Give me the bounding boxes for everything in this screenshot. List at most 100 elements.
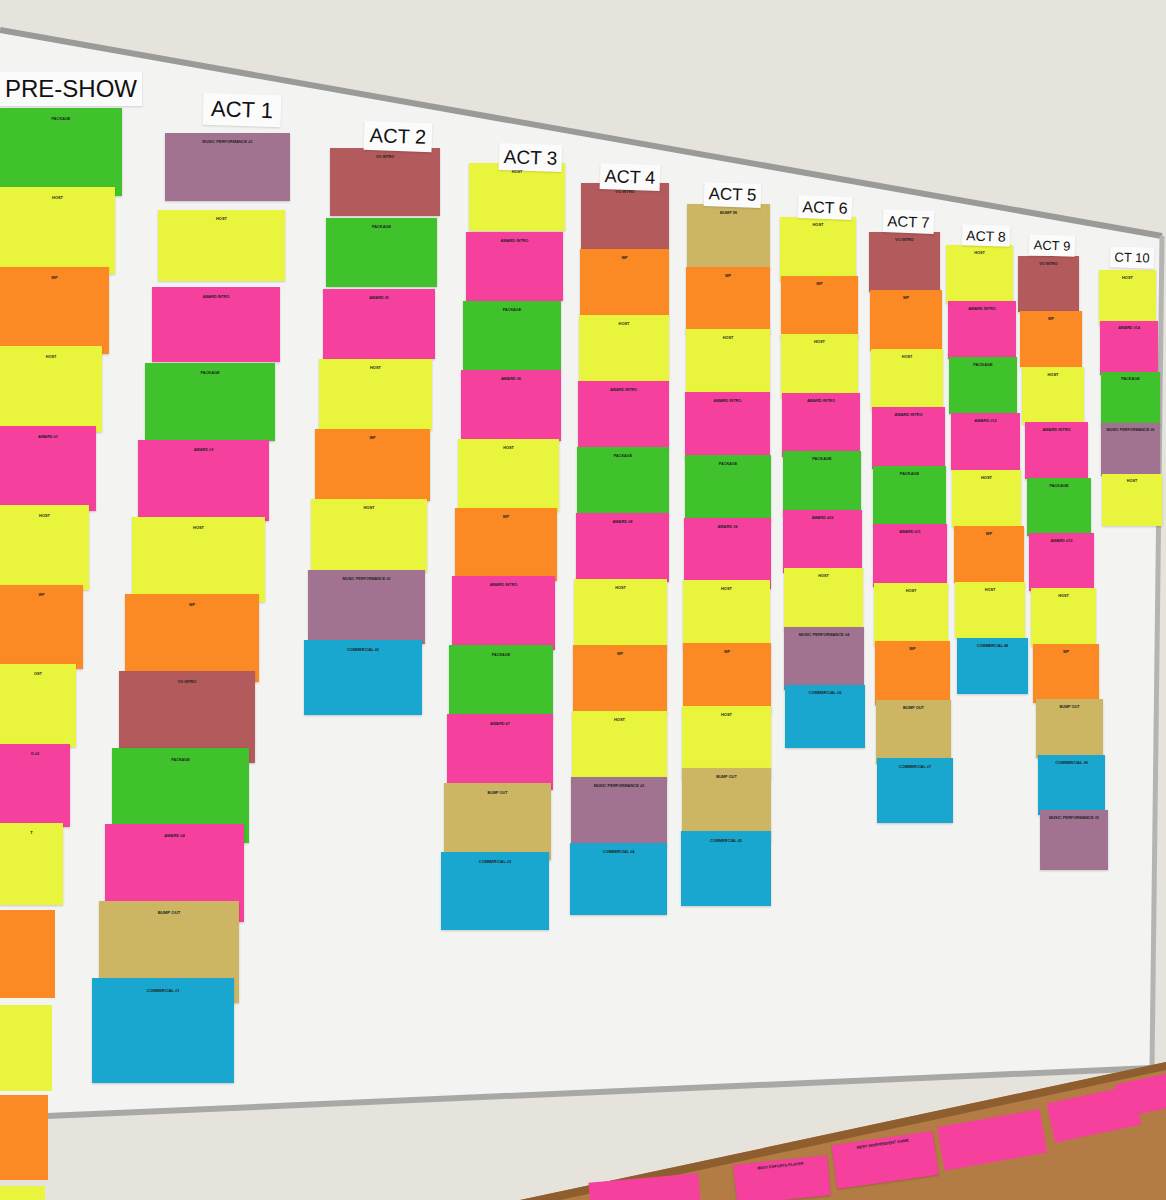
wp-card: WP — [870, 290, 942, 351]
card-label: HOST — [311, 506, 427, 510]
card-label: HOST — [780, 223, 856, 227]
wp-card: WP — [315, 429, 430, 501]
card-label: HOST — [0, 196, 115, 200]
award-card: AWARD #1 — [0, 426, 96, 511]
award-card: AWARD INTRO — [152, 287, 280, 362]
award-card: AWARD #12 — [951, 413, 1020, 470]
card-label: PACKAGE — [449, 653, 553, 657]
card-label: OST — [0, 672, 76, 676]
act-label: ACT 4 — [604, 166, 655, 189]
card-label: WP — [875, 647, 950, 651]
commercial-card: COMMERCIAL #6 — [785, 685, 865, 748]
card-label: BUMP OUT — [99, 911, 239, 916]
music-card: MUSIC PERFORMANCE #3 — [571, 777, 667, 848]
act-label: ACT 3 — [503, 146, 557, 170]
host-card: HOST — [1102, 474, 1162, 526]
music-card: MUSIC PERFORMANCE #4 — [784, 627, 864, 690]
card-label: MUSIC PERFORMANCE #3 — [571, 784, 667, 788]
award-card: AWARD #7 — [447, 714, 553, 790]
act-label: ACT 8 — [966, 227, 1006, 244]
card-label: AWARD #12 — [951, 419, 1020, 423]
card-label: HOST — [458, 446, 559, 450]
host-card: HOST — [1099, 270, 1156, 325]
card-label: COMMERCIAL #7 — [877, 765, 953, 769]
card-label: WP — [686, 274, 770, 278]
act-header: ACT 2 — [364, 121, 433, 152]
card-label: BUMP IN — [687, 211, 770, 215]
wp-card: WP — [781, 276, 858, 340]
host-card: HOST — [469, 163, 565, 231]
wp-card: WP — [954, 526, 1024, 583]
card-label: VO INTRO — [1018, 262, 1079, 266]
card-label: HOST — [682, 713, 771, 717]
card-label: HOST — [574, 586, 667, 590]
wp-card: WP — [875, 641, 950, 705]
host-card: HOST — [0, 346, 102, 432]
blank-card — [588, 1173, 701, 1200]
act-label: ACT 6 — [802, 198, 848, 218]
act-header: ACT 4 — [600, 163, 661, 191]
host-card: HOST — [780, 217, 856, 281]
card-label: HOST — [952, 476, 1021, 480]
card-label: BUMP OUT — [444, 791, 551, 795]
award-card: AWARD INTRO — [466, 232, 563, 301]
act-header: ACT 8 — [962, 224, 1011, 247]
act-header: ACT 3 — [499, 143, 563, 172]
card-label: PACKAGE — [112, 758, 249, 762]
commercial-card: COMMERCIAL #9 — [1038, 755, 1105, 815]
host-card: T — [0, 823, 63, 905]
host-card: HOST — [955, 582, 1025, 638]
award-card: AWARD #14 — [1100, 321, 1158, 375]
card-label: BUMP OUT — [682, 775, 771, 779]
card-label: HOST — [158, 217, 285, 221]
card-label: HOST — [686, 336, 770, 340]
host-card: HOST — [874, 583, 948, 646]
card-label: PACKAGE — [873, 472, 946, 476]
wp-card: WP — [580, 249, 669, 316]
card-label: HOST — [781, 340, 858, 344]
card-label: AWARD #10 — [783, 516, 862, 520]
card-label: AWARD INTRO — [872, 413, 945, 417]
package-card: PACKAGE — [463, 301, 561, 371]
card-label: HOST — [1102, 479, 1162, 483]
host-card: HOST — [132, 517, 265, 602]
card-label: AWARD INTRO — [452, 583, 555, 587]
card-label: COMMERCIAL #8 — [957, 644, 1028, 648]
blank-card — [0, 910, 55, 998]
act-label: ACT 2 — [369, 124, 426, 149]
host-card: HOST — [1022, 367, 1084, 424]
wp-card: WP — [455, 508, 557, 581]
act-label: PRE-SHOW — [5, 75, 137, 103]
card-label: HOST — [132, 526, 265, 530]
card-label: VO INTRO — [581, 190, 669, 194]
card-label: PACKAGE — [1101, 377, 1160, 381]
commercial-card: COMMERCIAL #7 — [877, 758, 953, 823]
whiteboard — [0, 30, 1162, 1118]
card-label: AWARD #9 — [684, 525, 771, 529]
host-card: HOST — [946, 245, 1013, 303]
card-label: HOST — [469, 170, 565, 174]
card-label: WP — [781, 282, 858, 286]
host-card: HOST — [574, 579, 667, 649]
card-label: AWARD #5 — [323, 296, 435, 300]
act-label: ACT 5 — [708, 184, 757, 206]
award-card: AWARD INTRO — [948, 301, 1016, 359]
card-label: WP — [125, 603, 259, 607]
act-label: ACT 9 — [1033, 237, 1070, 253]
award-card: AWARD #11 — [873, 524, 947, 587]
card-label: COMMERCIAL #3 — [441, 860, 549, 864]
card-label: COMMERCIAL #1 — [92, 989, 234, 993]
act-header: ACT 7 — [883, 209, 935, 234]
package-card: PACKAGE — [145, 363, 275, 441]
act-label: ACT 1 — [211, 96, 274, 124]
card-label: WP — [580, 256, 669, 260]
card-label: HOST — [683, 587, 770, 591]
card-label: PACKAGE — [685, 462, 771, 466]
blank-card — [0, 1005, 52, 1091]
card-label: COMMERCIAL #5 — [681, 839, 771, 843]
card-label: BUMP OUT — [1036, 705, 1103, 709]
award-card: AWARD #9 — [684, 518, 771, 589]
blank-card — [937, 1109, 1047, 1170]
award-card: BEST INDEPENDENT GAME — [831, 1131, 938, 1189]
card-label: HOST — [955, 588, 1025, 592]
